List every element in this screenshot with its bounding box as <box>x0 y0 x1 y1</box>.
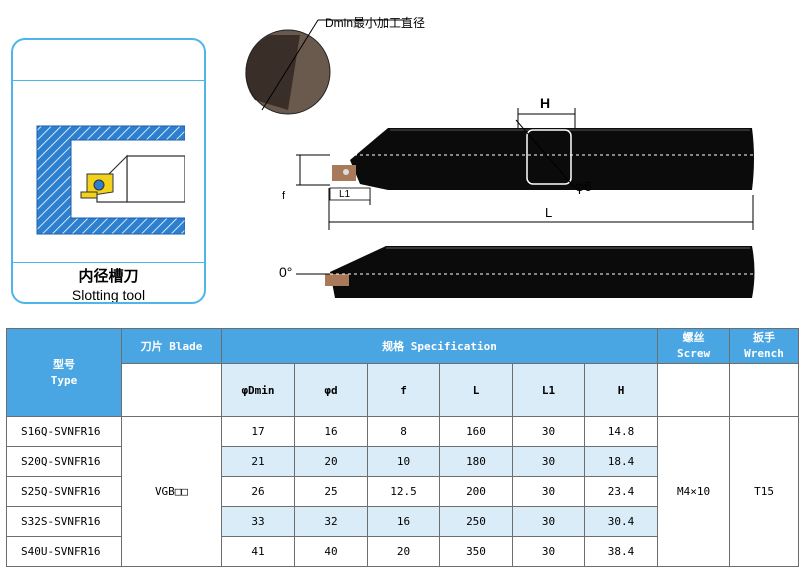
f-cell: 8 <box>367 416 440 447</box>
internal-grooving-diagram-icon <box>36 125 185 235</box>
f-cell: 12.5 <box>367 476 440 507</box>
l-cell: 160 <box>439 416 513 447</box>
l1-dimension-label: L1 <box>339 189 351 200</box>
dmin-cell: 41 <box>221 536 295 567</box>
l-dimension-label: L <box>545 205 553 220</box>
subheader-f: f <box>367 363 440 417</box>
dmin-cell: 33 <box>221 506 295 537</box>
subheader-dmin: φDmin <box>221 363 295 417</box>
f-cell: 20 <box>367 536 440 567</box>
l1-cell: 30 <box>512 506 585 537</box>
model-cell: S25Q-SVNFR16 <box>6 476 122 507</box>
h-cell: 38.4 <box>583 536 659 567</box>
l-cell: 350 <box>439 536 513 567</box>
header-wrench-blank <box>729 363 800 417</box>
angle-label: 0° <box>279 264 293 280</box>
l1-cell: 30 <box>512 476 585 507</box>
table-row: S16Q-SVNFR16 VGB□□ 17 16 8 160 30 14.8 M… <box>6 416 800 567</box>
subheader-d: φd <box>294 363 368 417</box>
dmin-cell: 26 <box>221 476 295 507</box>
f-cell: 10 <box>367 446 440 477</box>
model-cell: S20Q-SVNFR16 <box>6 446 122 477</box>
dmin-cell: 21 <box>221 446 295 477</box>
tool-title-en: Slotting tool <box>71 287 146 303</box>
model-cell: S40U-SVNFR16 <box>6 536 122 567</box>
table-row: S32S-SVNFR16 33 32 16 250 30 30.4 <box>6 506 799 537</box>
table-row: S40U-SVNFR16 41 40 20 350 30 38.4 <box>6 536 799 567</box>
d-cell: 20 <box>294 446 368 477</box>
header-specification: 规格 Specification <box>220 328 659 364</box>
d-cell: 25 <box>294 476 368 507</box>
model-cell: S16Q-SVNFR16 <box>6 416 122 447</box>
table-row: S25Q-SVNFR16 26 25 12.5 200 30 23.4 <box>6 476 799 507</box>
h-dimension-label: H <box>540 95 551 111</box>
h-cell: 18.4 <box>583 446 659 477</box>
l-cell: 250 <box>439 506 513 537</box>
header-blade-blank <box>121 363 222 417</box>
d-cell: 16 <box>294 416 368 447</box>
subheader-l1: L1 <box>512 363 585 417</box>
subheader-h: H <box>583 363 659 417</box>
wrench-cell: T15 <box>729 416 800 567</box>
dmin-label: Dmin最小加工直径 <box>325 16 426 30</box>
dmin-cell: 17 <box>221 416 295 447</box>
phi-dimension-label: φ6 <box>575 178 592 194</box>
blade-cell: VGB□□ <box>121 416 222 567</box>
subheader-l: L <box>439 363 513 417</box>
f-cell: 16 <box>367 506 440 537</box>
header-screw-blank <box>657 363 731 417</box>
l1-cell: 30 <box>512 416 585 447</box>
tool-dimension-drawing <box>245 19 760 298</box>
h-cell: 23.4 <box>583 476 659 507</box>
card-top-divider <box>13 80 204 81</box>
d-cell: 32 <box>294 506 368 537</box>
screw-cell: M4×10 <box>657 416 731 567</box>
h-cell: 30.4 <box>583 506 659 537</box>
tool-side-view <box>296 246 760 298</box>
card-bottom-divider <box>13 262 204 263</box>
l1-cell: 30 <box>512 536 585 567</box>
tool-top-view <box>296 108 760 230</box>
dmin-detail-image <box>245 19 410 115</box>
h-cell: 14.8 <box>583 416 659 447</box>
model-cell: S32S-SVNFR16 <box>6 506 122 537</box>
slotting-tool-card: 内径槽刀 Slotting tool <box>11 38 206 304</box>
l1-cell: 30 <box>512 446 585 477</box>
d-cell: 40 <box>294 536 368 567</box>
f-dimension-label: f <box>282 190 286 202</box>
header-blade: 刀片 Blade <box>121 328 222 364</box>
l-cell: 200 <box>439 476 513 507</box>
tool-title-cn: 内径槽刀 <box>78 267 139 285</box>
l-cell: 180 <box>439 446 513 477</box>
